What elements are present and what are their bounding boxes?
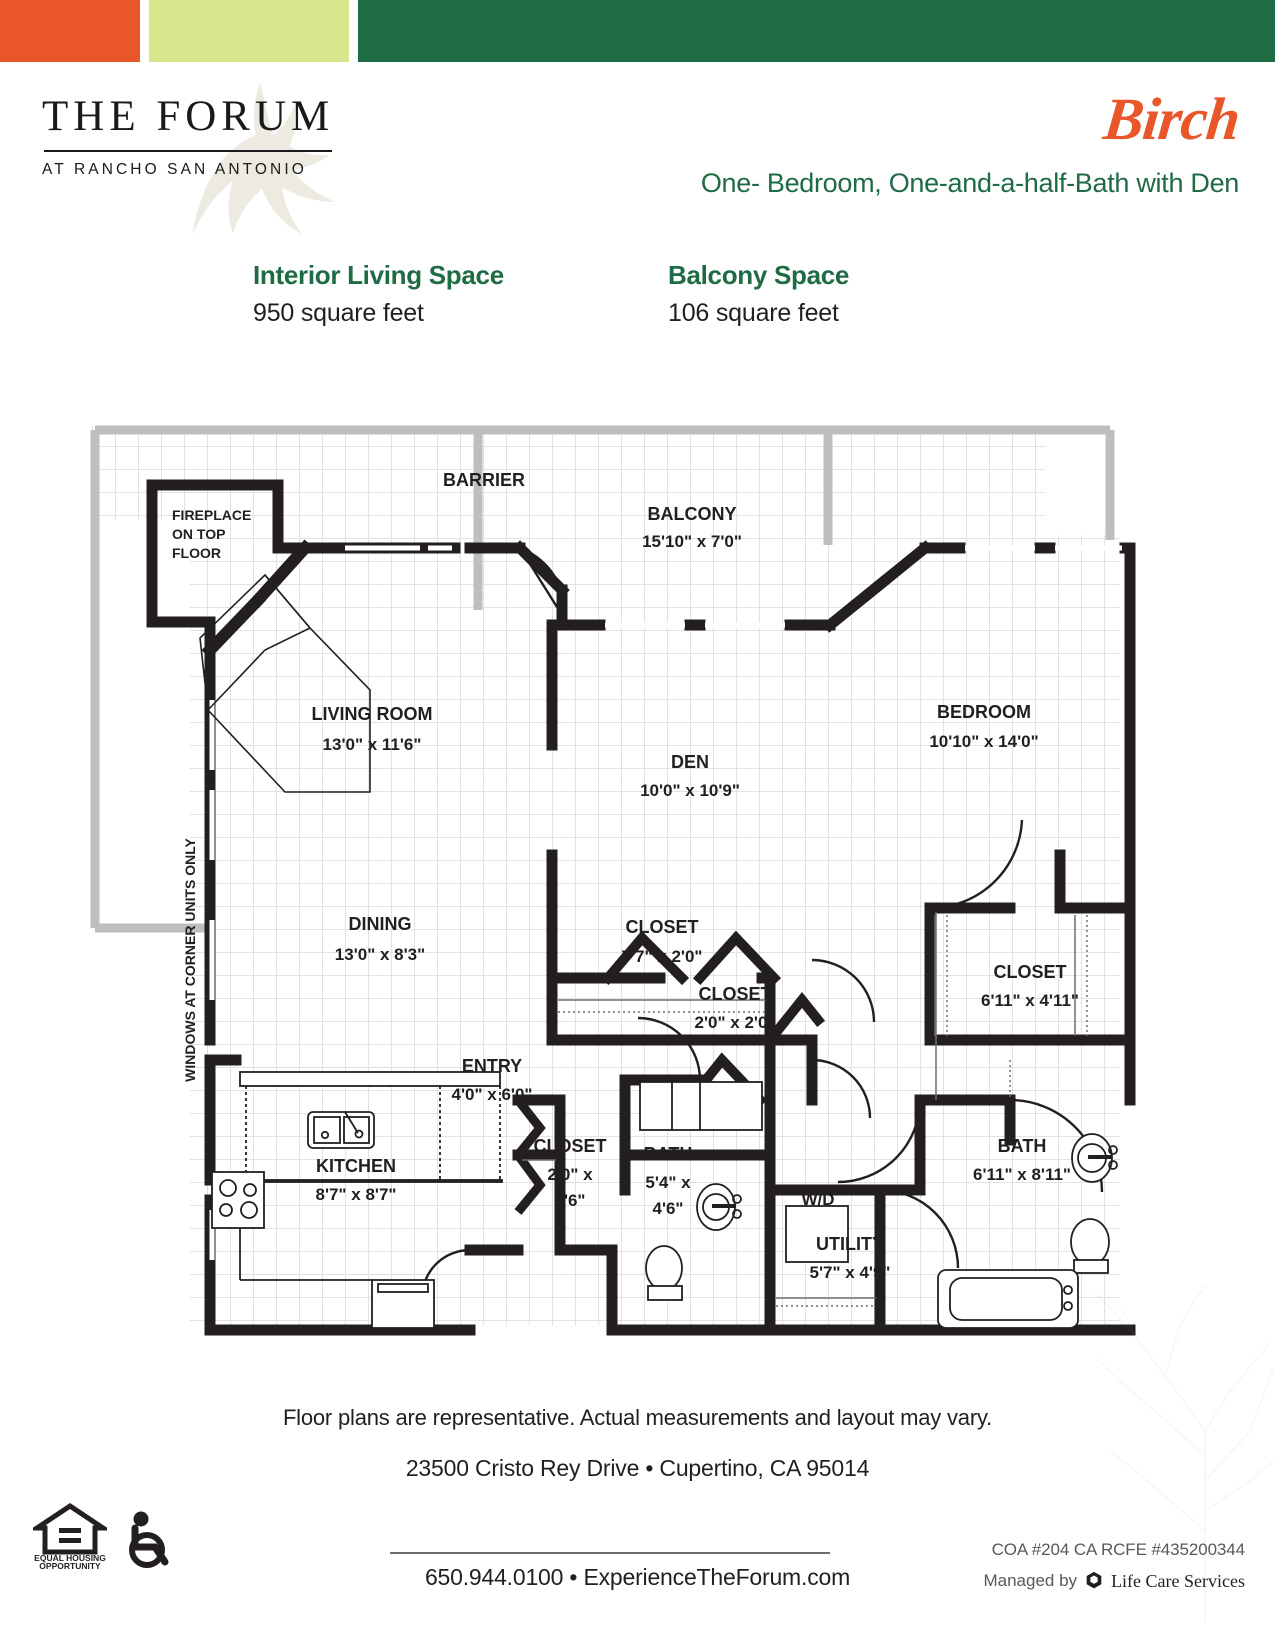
- dims-den: 10'0" x 10'9": [640, 781, 740, 800]
- color-bar-green: [358, 0, 1275, 62]
- fireplace-icon: [199, 573, 371, 793]
- disclaimer: Floor plans are representative. Actual m…: [282, 1405, 993, 1430]
- label-bath-master: BATH: [998, 1136, 1047, 1156]
- equal-housing-line2: OPPORTUNITY: [39, 1561, 101, 1570]
- fireplace-note-line1: FIREPLACE: [172, 507, 251, 523]
- label-bath-half: BATH: [644, 1144, 693, 1164]
- label-balcony: BALCONY: [648, 504, 737, 524]
- stat-balcony-label: Balcony Space: [668, 260, 850, 290]
- label-entry: ENTRY: [462, 1056, 522, 1076]
- equal-housing-line1: EQUAL HOUSING: [34, 1553, 106, 1563]
- logo-subtitle: AT RANCHO SAN ANTONIO: [42, 161, 307, 178]
- logo-title: THE FORUM: [42, 93, 335, 140]
- floor-plan: BARRIER BALCONY 15'10" x 7'0" LIVING ROO…: [0, 400, 1275, 1400]
- equal-housing-opportunity-icon: EQUAL HOUSING OPPORTUNITY: [33, 1502, 107, 1570]
- label-utility: UTILITY: [816, 1234, 884, 1254]
- stat-interior-label: Interior Living Space: [253, 260, 504, 290]
- accordion-closet: [512, 1097, 546, 1215]
- stat-balcony-value: 106 square feet: [668, 299, 839, 327]
- stat-interior: Interior Living Space 950 square feet: [253, 260, 504, 328]
- bath-fixtures: [639, 1081, 1118, 1329]
- compliance-badges: EQUAL HOUSING OPPORTUNITY: [33, 1500, 173, 1570]
- color-bar-orange: [0, 0, 140, 62]
- plan-mask: [0, 400, 1275, 1400]
- dims-kitchen: 8'7" x 8'7": [316, 1185, 397, 1204]
- address: 23500 Cristo Rey Drive • Cupertino, CA 9…: [405, 1455, 870, 1481]
- room-labels: BARRIER BALCONY 15'10" x 7'0" LIVING ROO…: [312, 470, 1079, 1282]
- dims-balcony: 15'10" x 7'0": [642, 532, 742, 551]
- dims-bath-half-1: 5'4" x: [645, 1173, 691, 1192]
- stat-interior-value: 950 square feet: [253, 299, 424, 327]
- accessibility-wheelchair-icon: [129, 1511, 169, 1568]
- dims-closet-small: 2'0" x 2'0": [695, 1013, 776, 1032]
- label-bedroom: BEDROOM: [937, 702, 1031, 722]
- brand-logo: THE FORUM AT RANCHO SAN ANTONIO: [42, 83, 342, 235]
- fireplace-note-line2: ON TOP: [172, 526, 225, 542]
- label-closet-bedroom: CLOSET: [993, 962, 1066, 982]
- walls: [146, 479, 1136, 1336]
- dims-bedroom: 10'10" x 14'0": [929, 732, 1038, 751]
- color-bar-gap-2: [349, 0, 358, 62]
- hawk-icon: [192, 83, 336, 235]
- label-washer-dryer: W/D: [801, 1190, 834, 1209]
- color-bar-lime: [149, 0, 349, 62]
- windows: [209, 545, 1122, 1260]
- dims-entry: 4'0" x 6'0": [452, 1085, 533, 1104]
- fireplace-note: FIREPLACE ON TOP FLOOR: [172, 507, 251, 561]
- logo-divider: [44, 150, 332, 152]
- stat-balcony: Balcony Space 106 square feet: [668, 260, 849, 328]
- label-kitchen: KITCHEN: [316, 1156, 396, 1176]
- managed-by-label: Managed by: [983, 1571, 1078, 1590]
- header-color-bars: [0, 0, 1275, 62]
- dims-bath-half-2: 4'6": [652, 1199, 683, 1218]
- dims-utility: 5'7" x 4'9": [810, 1263, 891, 1282]
- dims-dining: 13'0" x 8'3": [335, 945, 425, 964]
- contact-line[interactable]: 650.944.0100 • ExperienceTheForum.com: [424, 1564, 851, 1590]
- door-swings: [420, 546, 1104, 1299]
- dims-bath-master: 6'11" x 8'11": [973, 1165, 1071, 1184]
- dims-closet-entry-1: 2'0" x: [547, 1165, 593, 1184]
- manager-name: Life Care Services: [1111, 1570, 1245, 1591]
- label-living-room: LIVING ROOM: [312, 704, 433, 724]
- fireplace-note-line3: FLOOR: [172, 545, 221, 561]
- label-closet-den: CLOSET: [625, 917, 698, 937]
- life-care-services-logo-icon: [1086, 1571, 1102, 1589]
- dims-closet-bedroom: 6'11" x 4'11": [981, 991, 1079, 1010]
- dims-living-room: 13'0" x 11'6": [323, 735, 422, 754]
- label-den: DEN: [671, 752, 709, 772]
- label-barrier: BARRIER: [443, 470, 525, 490]
- windows-corner-note: WINDOWS AT CORNER UNITS ONLY: [182, 837, 198, 1081]
- license-info: COA #204 CA RCFE #435200344: [991, 1540, 1246, 1559]
- tree-watermark-icon: [1094, 1284, 1274, 1621]
- kitchen-fixtures: [211, 1071, 503, 1329]
- color-bar-gap: [140, 0, 149, 62]
- plan-name: Birch: [1100, 86, 1243, 152]
- managed-by: Managed by Life Care Services: [983, 1570, 1245, 1592]
- footer-divider: [390, 1552, 830, 1554]
- label-dining: DINING: [349, 914, 412, 934]
- balcony-outline: [90, 425, 1115, 933]
- dims-closet-den: 7'7" x 2'0": [622, 947, 703, 966]
- dims-closet-entry-2: 5'6": [554, 1191, 585, 1210]
- plan-type: One- Bedroom, One-and-a-half-Bath with D…: [700, 168, 1239, 198]
- label-closet-entry: CLOSET: [533, 1136, 606, 1156]
- label-closet-small: CLOSET: [698, 984, 771, 1004]
- closet-shelves: [522, 912, 1088, 1307]
